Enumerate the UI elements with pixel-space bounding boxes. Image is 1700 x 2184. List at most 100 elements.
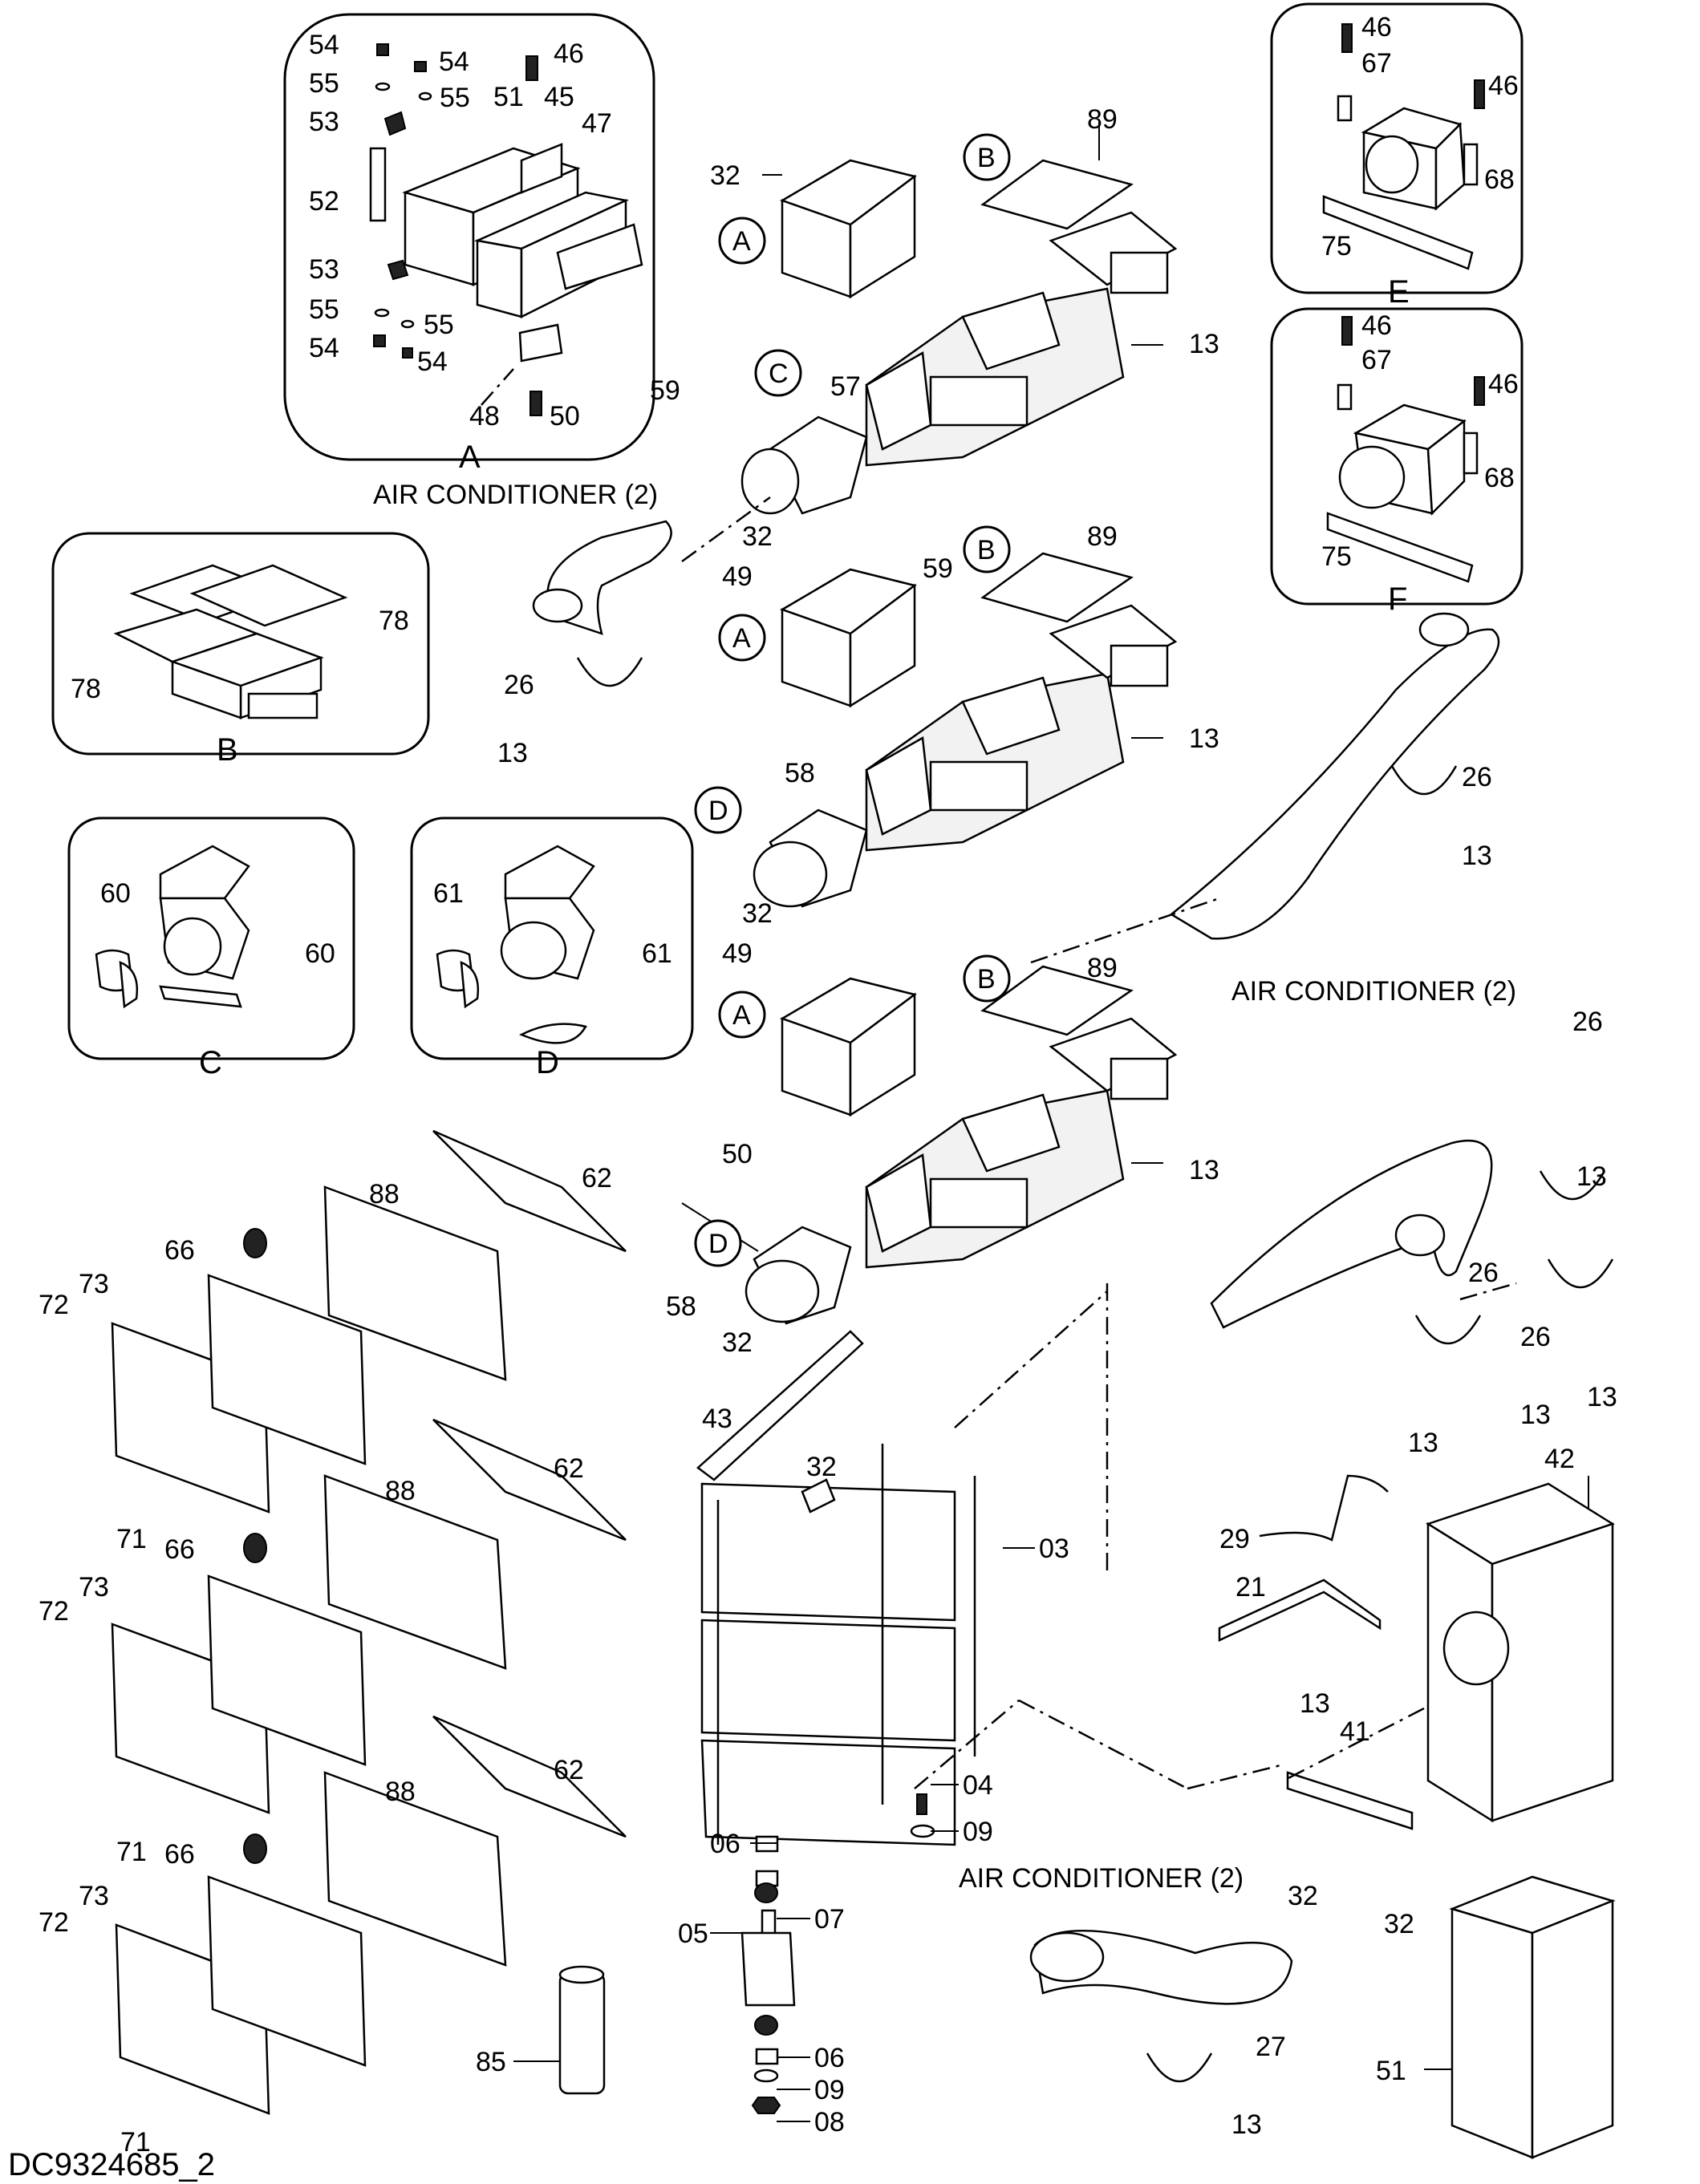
view-ref-a: A xyxy=(732,623,751,654)
detail-view-d xyxy=(410,816,694,1060)
callout-32: 32 xyxy=(710,160,740,191)
callout-32: 32 xyxy=(1288,1881,1318,1911)
view-label-e: E xyxy=(1388,274,1410,310)
callout-85: 85 xyxy=(476,2047,506,2077)
callout-09: 09 xyxy=(814,2075,845,2105)
callout-72: 72 xyxy=(39,1596,69,1627)
callout-26: 26 xyxy=(504,670,534,700)
ac-unit-1 xyxy=(780,159,1178,467)
callout-26: 26 xyxy=(1462,762,1492,792)
callout-26: 26 xyxy=(1468,1258,1499,1288)
view-ref-a: A xyxy=(732,226,751,257)
callout-55: 55 xyxy=(440,83,470,113)
callout-13: 13 xyxy=(1576,1161,1607,1192)
callout-46: 46 xyxy=(554,38,584,69)
view-ref-d: D xyxy=(708,1229,728,1259)
view-label-a: A xyxy=(459,440,481,475)
callout-53: 53 xyxy=(309,107,339,137)
callout-13: 13 xyxy=(1462,841,1492,871)
view-reference-markers: B A C B A D B A D xyxy=(694,133,1011,1267)
view-ref-a: A xyxy=(732,1000,751,1031)
callout-13: 13 xyxy=(1189,329,1219,359)
callout-46: 46 xyxy=(1361,310,1392,341)
callout-67: 67 xyxy=(1361,48,1392,79)
callout-89: 89 xyxy=(1087,521,1118,552)
callout-46: 46 xyxy=(1361,12,1392,43)
ac-unit-2 xyxy=(780,552,1178,852)
callout-54: 54 xyxy=(439,47,469,77)
view-ref-d: D xyxy=(708,796,728,826)
callout-61: 61 xyxy=(433,878,464,909)
callout-67: 67 xyxy=(1361,345,1392,375)
callout-45: 45 xyxy=(544,82,574,112)
drawing-number: DC9324685_2 xyxy=(8,2147,215,2182)
callout-26: 26 xyxy=(1572,1007,1603,1037)
callout-46: 46 xyxy=(1488,71,1519,101)
callout-51: 51 xyxy=(1376,2056,1406,2086)
callout-54: 54 xyxy=(417,346,448,377)
view-label-d: D xyxy=(536,1045,559,1080)
callout-57: 57 xyxy=(830,371,861,402)
hoses xyxy=(532,520,1500,2005)
view-ref-b: B xyxy=(977,143,996,173)
view-ref-b: B xyxy=(977,535,996,565)
brackets xyxy=(1218,1474,1414,1830)
callout-13: 13 xyxy=(1231,2109,1262,2140)
callout-32: 32 xyxy=(742,898,773,929)
callout-55: 55 xyxy=(309,294,339,325)
callout-54: 54 xyxy=(309,333,339,363)
callout-72: 72 xyxy=(39,1290,69,1320)
callout-62: 62 xyxy=(554,1453,584,1484)
callout-53: 53 xyxy=(309,254,339,285)
callout-61: 61 xyxy=(642,938,672,969)
callout-32: 32 xyxy=(1384,1909,1414,1939)
callout-49: 49 xyxy=(722,561,753,592)
callout-26: 26 xyxy=(1520,1322,1551,1352)
air-conditioner-label: AIR CONDITIONER (2) xyxy=(959,1863,1244,1894)
view-label-c: C xyxy=(199,1045,222,1080)
callout-75: 75 xyxy=(1321,541,1352,572)
callout-55: 55 xyxy=(309,68,339,99)
callout-07: 07 xyxy=(814,1904,845,1935)
callout-58: 58 xyxy=(785,758,815,788)
callout-27: 27 xyxy=(1256,2032,1286,2062)
callout-62: 62 xyxy=(582,1163,612,1193)
detail-view-b xyxy=(51,532,430,756)
callout-71: 71 xyxy=(116,1837,147,1867)
callout-58: 58 xyxy=(666,1291,696,1322)
callout-54: 54 xyxy=(309,30,339,60)
callout-29: 29 xyxy=(1219,1524,1250,1554)
callout-49: 49 xyxy=(722,938,753,969)
detail-view-f xyxy=(1270,307,1524,606)
callout-73: 73 xyxy=(79,1881,109,1911)
callout-89: 89 xyxy=(1087,953,1118,983)
callout-88: 88 xyxy=(385,1476,416,1506)
callout-62: 62 xyxy=(554,1755,584,1785)
callout-46: 46 xyxy=(1488,369,1519,399)
callout-13: 13 xyxy=(1408,1428,1438,1458)
support-frame xyxy=(696,1330,976,1846)
view-label-f: F xyxy=(1388,581,1407,617)
callout-32: 32 xyxy=(722,1327,753,1358)
callout-60: 60 xyxy=(100,878,131,909)
callout-06: 06 xyxy=(710,1829,740,1859)
callout-88: 88 xyxy=(369,1179,400,1210)
callout-89: 89 xyxy=(1087,104,1118,135)
callout-labels: 54 54 46 55 55 53 51 45 47 52 53 55 55 5… xyxy=(8,12,1617,2182)
callout-51: 51 xyxy=(493,82,524,112)
condenser-cabinet xyxy=(1426,1482,1616,2159)
callout-13: 13 xyxy=(497,738,528,768)
view-label-b: B xyxy=(217,732,238,768)
callout-32: 32 xyxy=(742,521,773,552)
callout-05: 05 xyxy=(678,1919,708,1949)
callout-66: 66 xyxy=(164,1534,195,1565)
callout-78: 78 xyxy=(379,606,409,636)
callout-13: 13 xyxy=(1189,723,1219,754)
callout-72: 72 xyxy=(39,1907,69,1938)
callout-52: 52 xyxy=(309,186,339,217)
callout-leaders xyxy=(513,122,1589,2122)
callout-50: 50 xyxy=(550,401,580,432)
view-ref-b: B xyxy=(977,964,996,995)
